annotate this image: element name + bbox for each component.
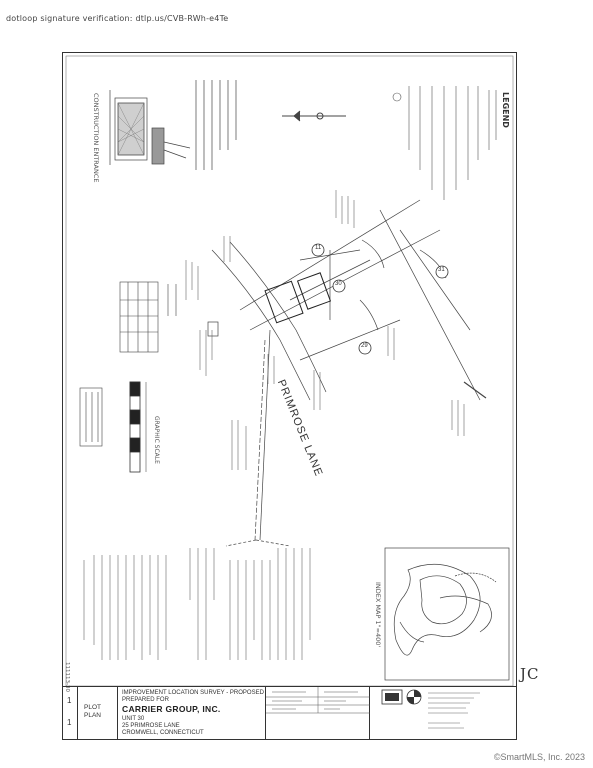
construction-entrance-detail [109, 80, 237, 170]
revision-cell [266, 687, 370, 740]
construction-entrance-title: CONSTRUCTION ENTRANCE [92, 93, 100, 183]
index-map-label: INDEX MAP 1"=400' [374, 582, 382, 648]
lot-markers [311, 243, 449, 355]
revision-grid [266, 687, 370, 714]
sheet-number-cell: 1 1 [62, 687, 78, 740]
firm-logo-icon [381, 689, 480, 729]
index-map [384, 547, 510, 681]
graphic-scale-title: GRAPHIC SCALE [153, 416, 160, 464]
sheet-of: 1 [67, 718, 72, 727]
title-block: 1 1 PLOT PLAN IMPROVEMENT LOCATION SURVE… [62, 686, 517, 740]
notes-box [79, 387, 103, 447]
unit: UNIT 30 [122, 716, 145, 722]
initials-mark: JC [520, 665, 540, 683]
town: CROMWELL, CONNECTICUT [122, 730, 204, 736]
plot-plan-sheet [62, 52, 517, 740]
lot-label: 11 [315, 245, 322, 251]
north-arrow-icon [282, 110, 346, 122]
drawing-type: PLOT PLAN [84, 704, 101, 719]
annotation-strokes [185, 190, 465, 470]
zoning-table [119, 281, 177, 353]
general-notes [83, 548, 311, 660]
site-plan-lines [207, 199, 487, 547]
lot-label: 29 [361, 343, 368, 349]
verification-text: dotloop signature verification: dtlp.us/… [6, 14, 229, 23]
graphic-scale [129, 381, 147, 473]
survey-type: IMPROVEMENT LOCATION SURVEY - PROPOSED [122, 690, 264, 696]
project-info-cell: IMPROVEMENT LOCATION SURVEY - PROPOSED P… [118, 687, 266, 740]
lot-label: 30 [335, 281, 342, 287]
sheet-number: 1 [67, 696, 72, 705]
drawing-type-cell: PLOT PLAN [78, 687, 118, 740]
lot-label: 31 [438, 267, 445, 273]
firm-cell [370, 687, 517, 740]
address: 25 PRIMROSE LANE [122, 723, 180, 729]
copyright-watermark: ©SmartMLS, Inc. 2023 [493, 752, 585, 762]
prepared-for: PREPARED FOR [122, 697, 169, 703]
client-name: CARRIER GROUP, INC. [122, 704, 221, 714]
legend-block [392, 86, 497, 200]
legend-title: LEGEND [501, 92, 510, 128]
